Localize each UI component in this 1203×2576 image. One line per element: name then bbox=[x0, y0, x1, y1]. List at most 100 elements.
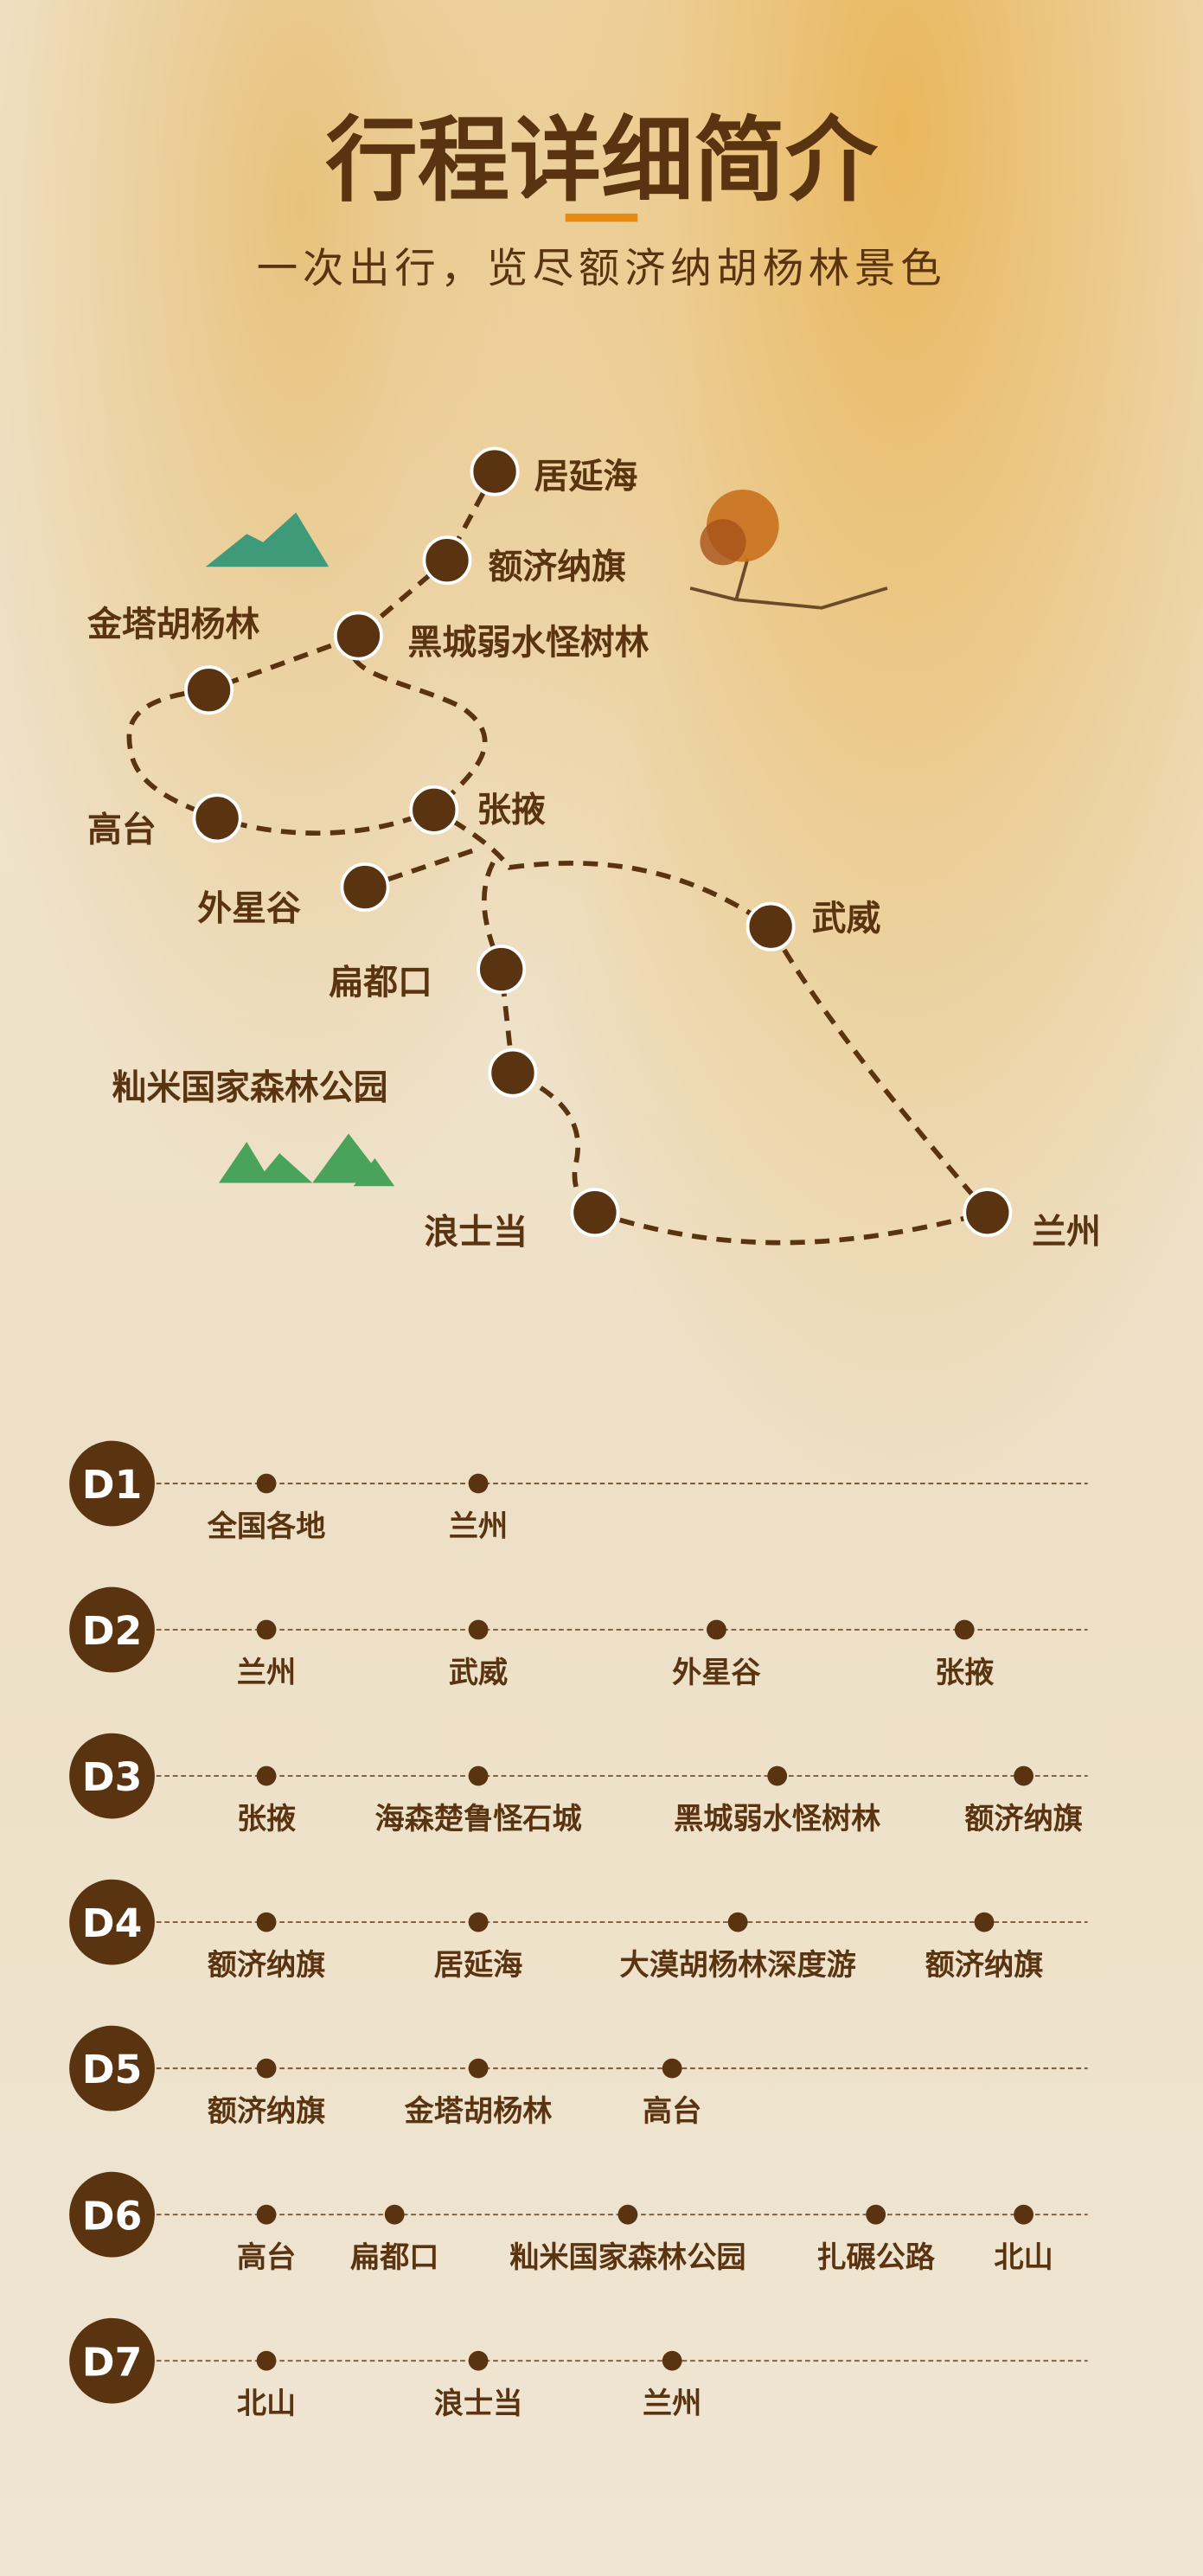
day-stop-label: 北山 bbox=[237, 2387, 296, 2421]
day-stop-label: 额济纳旗 bbox=[964, 1802, 1083, 1836]
day-stop-dot bbox=[727, 1912, 748, 1932]
day-label: D4 bbox=[82, 1900, 143, 1946]
day-stop-label: 扎碾公路 bbox=[816, 2240, 936, 2275]
day-row: D5 额济纳旗 金塔胡杨林 高台 bbox=[69, 2025, 1088, 2129]
day-stop-label: 金塔胡杨林 bbox=[404, 2094, 553, 2129]
map-stop-label: 黑城弱水怪树林 bbox=[407, 623, 649, 663]
day-stop-dot bbox=[384, 2204, 405, 2225]
day-row: D4 额济纳旗 居延海 大漠胡杨林深度游 额济纳旗 bbox=[69, 1879, 1088, 1983]
day-stop-dot bbox=[468, 1619, 489, 1640]
day-label: D2 bbox=[82, 1608, 143, 1654]
day-row: D7 北山 浪士当 兰州 bbox=[69, 2317, 1088, 2421]
day-stop-label: 浪士当 bbox=[434, 2387, 523, 2421]
day-badge bbox=[69, 2025, 155, 2111]
day-stop-dot bbox=[468, 1912, 489, 1932]
day-label: D6 bbox=[82, 2193, 143, 2239]
map-stop-dot bbox=[333, 611, 383, 661]
day-stop-dot bbox=[256, 1765, 277, 1786]
map-stop-label: 居延海 bbox=[534, 457, 638, 497]
day-badge bbox=[69, 2317, 155, 2404]
day-stop-dot bbox=[256, 1912, 277, 1932]
day-stop-label: 兰州 bbox=[643, 2387, 701, 2421]
day-stop-label: 兰州 bbox=[449, 1509, 508, 1544]
day-row: D6 高台 扁都口 籼米国家森林公园 扎碾公路 北山 bbox=[69, 2171, 1088, 2275]
day-stop-dot bbox=[662, 2058, 682, 2079]
map-stop-label: 金塔胡杨林 bbox=[86, 605, 260, 644]
day-stop-label: 张掖 bbox=[935, 1656, 994, 1690]
day-label: D7 bbox=[82, 2339, 143, 2385]
day-label: D3 bbox=[82, 1754, 143, 1800]
day-stop-dot bbox=[1014, 2204, 1033, 2225]
day-stop-label: 额济纳旗 bbox=[208, 1948, 326, 1983]
day-badge bbox=[69, 1440, 155, 1527]
day-stop-dot bbox=[866, 2204, 886, 2225]
day-label: D5 bbox=[82, 2047, 143, 2092]
map-stop-dot bbox=[192, 793, 242, 843]
day-stop-dot bbox=[468, 2058, 489, 2079]
day-badge bbox=[69, 1586, 155, 1673]
map-stop-label: 兰州 bbox=[1032, 1213, 1101, 1253]
day-stop-label: 额济纳旗 bbox=[208, 2094, 326, 2129]
map-stop-label: 浪士当 bbox=[424, 1213, 528, 1253]
map-stop-dot bbox=[409, 785, 459, 835]
map-stop-dot bbox=[340, 862, 390, 913]
map-stop-label: 外星谷 bbox=[197, 889, 301, 929]
map-stop-label: 高台 bbox=[87, 810, 157, 849]
day-stop-label: 外星谷 bbox=[672, 1656, 761, 1690]
page-subtitle: 一次出行，览尽额济纳胡杨林景色 bbox=[257, 246, 947, 293]
day-stop-dot bbox=[468, 1765, 489, 1786]
day-row: D3张掖海森楚鲁怪石城黑城弱水怪树林额济纳旗 bbox=[69, 1733, 1088, 1836]
day-stop-dot bbox=[1014, 1765, 1033, 1786]
map-stop-dot bbox=[470, 446, 520, 497]
map-stop-dot bbox=[477, 945, 527, 995]
map-stop-dot bbox=[422, 535, 472, 586]
day-badge bbox=[69, 1879, 155, 1965]
day-stop-label: 武威 bbox=[449, 1656, 508, 1690]
day-stop-dot bbox=[974, 1912, 995, 1932]
title-underline bbox=[565, 213, 638, 222]
day-stop-label: 高台 bbox=[237, 2240, 296, 2275]
day-stop-dot bbox=[256, 2204, 277, 2225]
day-row: D1 全国各地 兰州 bbox=[69, 1440, 1088, 1544]
day-stop-label: 额济纳旗 bbox=[925, 1948, 1044, 1983]
day-stop-label: 张掖 bbox=[237, 1802, 296, 1836]
day-badge bbox=[69, 1733, 155, 1819]
day-badge bbox=[69, 2171, 155, 2258]
day-stop-dot bbox=[617, 2204, 638, 2225]
day-stop-label: 大漠胡杨林深度游 bbox=[619, 1948, 855, 1983]
day-timeline: D1全国各地兰州D2兰州武威外星谷张掖D3张掖海森楚鲁怪石城黑城弱水怪树林额济纳… bbox=[69, 1440, 1088, 2421]
day-stop-dot bbox=[256, 2350, 277, 2371]
day-stop-dot bbox=[256, 2058, 277, 2079]
day-stop-label: 籼米国家森林公园 bbox=[509, 2240, 745, 2275]
day-stop-label: 居延海 bbox=[434, 1948, 523, 1983]
map-stop-dot bbox=[570, 1188, 620, 1238]
map-stop-label: 张掖 bbox=[477, 791, 546, 830]
map-stop-label: 额济纳旗 bbox=[488, 548, 626, 587]
day-stop-dot bbox=[767, 1765, 788, 1786]
page-title: 行程详细简介 bbox=[325, 107, 879, 215]
day-label: D1 bbox=[82, 1462, 143, 1508]
map-stop-label: 籼米国家森林公园 bbox=[112, 1068, 388, 1108]
mountain-icon bbox=[205, 512, 395, 1187]
day-stop-label: 全国各地 bbox=[207, 1509, 326, 1544]
day-stop-dot bbox=[468, 1473, 489, 1494]
day-stop-label: 兰州 bbox=[237, 1656, 296, 1690]
map-stop-label: 扁都口 bbox=[329, 963, 432, 1003]
map-stop-dot bbox=[488, 1048, 538, 1098]
day-stop-dot bbox=[468, 2350, 489, 2371]
day-stop-dot bbox=[662, 2350, 682, 2371]
day-stop-label: 黑城弱水怪树林 bbox=[674, 1802, 880, 1836]
tree-icon bbox=[689, 489, 888, 610]
day-stop-dot bbox=[256, 1473, 277, 1494]
map-stop-label: 武威 bbox=[812, 899, 881, 939]
day-stop-label: 北山 bbox=[994, 2240, 1053, 2275]
day-stop-dot bbox=[707, 1619, 726, 1640]
day-stop-dot bbox=[954, 1619, 975, 1640]
map-stop-dot bbox=[963, 1188, 1013, 1238]
day-stop-label: 高台 bbox=[643, 2094, 701, 2129]
day-stop-label: 扁都口 bbox=[350, 2240, 439, 2275]
day-stop-dot bbox=[256, 1619, 277, 1640]
route-lines bbox=[126, 470, 992, 1246]
